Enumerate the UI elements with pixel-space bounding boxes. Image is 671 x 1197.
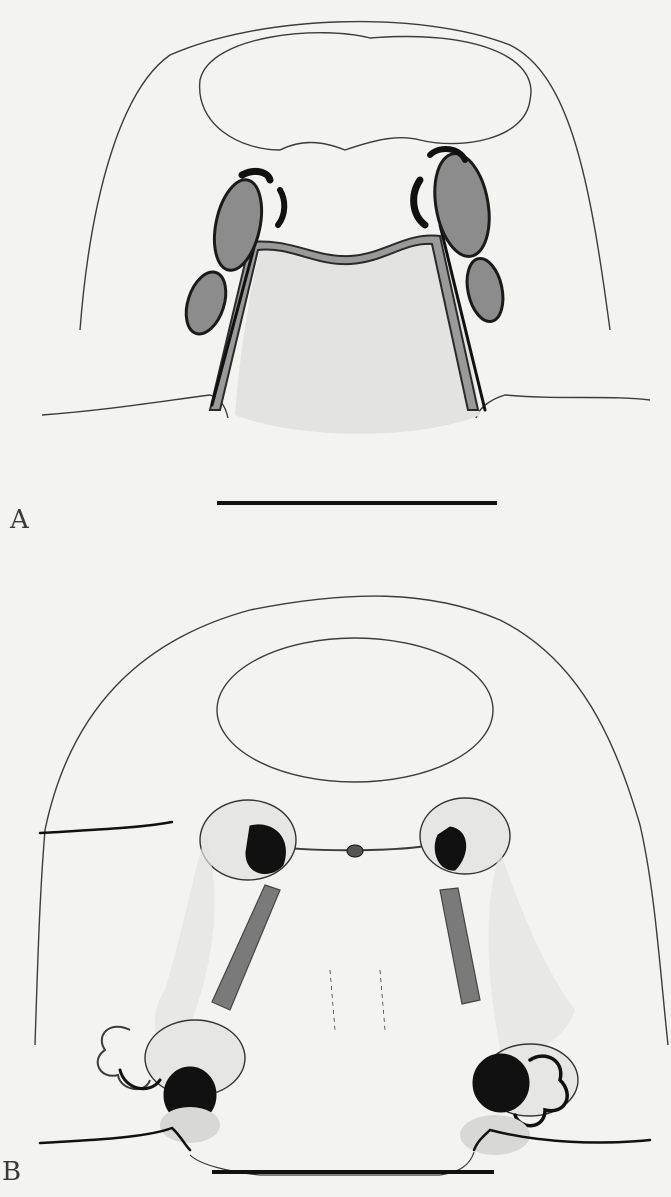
right-hook-a (414, 180, 425, 225)
median-left-b (330, 970, 335, 1030)
left-bottom-lobe-b (160, 1107, 220, 1143)
epigyne-outline-b (45, 596, 668, 1045)
center-knot-b (347, 845, 363, 857)
right-bottom-lobe-b (460, 1115, 530, 1155)
figure-b-drawing (0, 590, 671, 1197)
panel-label-b: B (2, 1157, 21, 1187)
right-lower-black-b (473, 1054, 529, 1112)
bottom-left-stroke-b (40, 822, 172, 833)
panel-a: A (0, 0, 671, 560)
right-duct-b (440, 888, 480, 1004)
left-side-b (35, 830, 45, 1045)
lower-edge-left-a (42, 395, 228, 418)
right-upper-lobe-b (420, 798, 510, 874)
panel-label-a: A (10, 505, 29, 535)
upper-oval-a (200, 33, 531, 150)
upper-oval-b (217, 638, 493, 782)
left-duct-b (212, 885, 280, 1010)
panel-b: B (0, 590, 671, 1197)
right-shaded-region-b (488, 850, 575, 1054)
median-right-b (380, 970, 385, 1030)
figure-a-drawing (0, 0, 671, 560)
right-lower-gland-a (462, 255, 509, 325)
lower-edge-right-a (476, 395, 650, 418)
left-lower-gland-a (179, 267, 233, 339)
left-small-hook-a (278, 190, 284, 225)
